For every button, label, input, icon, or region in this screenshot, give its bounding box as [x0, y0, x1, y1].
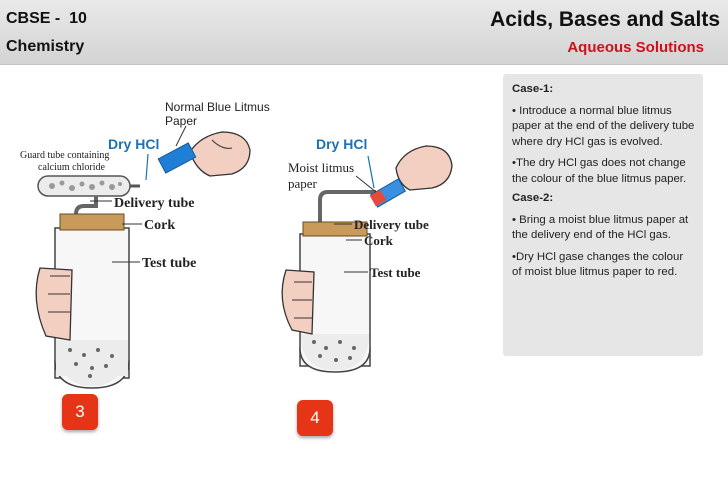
case2-title: Case-2: — [512, 191, 695, 207]
board-label: CBSE - 10 — [6, 10, 87, 28]
right-cork-label: Cork — [364, 233, 394, 248]
experiment-illustration: Guard tube containing calcium chloride D… — [0, 64, 500, 504]
right-delivery-tube-label: Delivery tube — [354, 217, 429, 232]
guard-tube-label-1: Guard tube containing — [20, 150, 109, 161]
case1-point1: • Introduce a normal blue litmus paper a… — [512, 104, 695, 151]
right-dry-hcl-label: Dry HCl — [316, 136, 367, 152]
normal-litmus-label: Normal Blue Litmus Paper — [165, 100, 283, 128]
guard-tube-label-2: calcium chloride — [38, 162, 105, 173]
moist-label-1: Moist litmus — [288, 160, 354, 175]
moist-label-2: paper — [288, 176, 318, 191]
right-test-tube-label: Test tube — [370, 265, 421, 280]
case2-point2: •Dry HCl gase changes the colour of mois… — [512, 250, 695, 281]
figure-3-badge: 3 — [62, 394, 98, 430]
figure-4-badge: 4 — [297, 400, 333, 436]
left-dry-hcl-label: Dry HCl — [108, 136, 159, 152]
explanation-panel: Case-1: • Introduce a normal blue litmus… — [503, 74, 703, 356]
left-cork-label: Cork — [144, 218, 175, 233]
case1-title: Case-1: — [512, 82, 695, 98]
case2-point1: • Bring a moist blue litmus paper at the… — [512, 213, 695, 244]
topic-title: Aqueous Solutions — [567, 39, 704, 56]
subject-label: Chemistry — [6, 38, 84, 56]
case1-point2: •The dry HCl gas does not change the col… — [512, 156, 695, 187]
chapter-title: Acids, Bases and Salts — [490, 8, 720, 32]
left-delivery-tube-label: Delivery tube — [114, 196, 194, 211]
header-bar: CBSE - 10 Chemistry Acids, Bases and Sal… — [0, 0, 728, 65]
left-test-tube-label: Test tube — [142, 256, 196, 271]
